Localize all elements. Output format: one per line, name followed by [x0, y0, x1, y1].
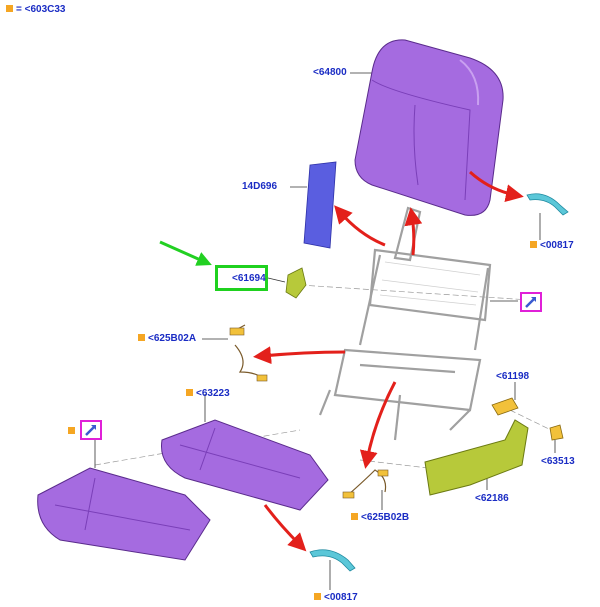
legend: = <603C33 [6, 4, 66, 16]
label-63513[interactable]: <63513 [541, 456, 575, 467]
label-62186[interactable]: <62186 [475, 493, 509, 504]
bracket-61694 [285, 267, 307, 299]
label-625B02B[interactable]: <625B02B [351, 512, 409, 524]
red-assembly-arrows [253, 170, 524, 552]
magnifier-button-frame[interactable] [520, 292, 542, 312]
highlight-box-61694: <61694 [215, 265, 268, 291]
label-61694[interactable]: <61694 [232, 273, 266, 284]
seat-frame [318, 206, 492, 441]
hook-00817-bottom [309, 549, 356, 572]
hook-00817-top [526, 193, 569, 216]
legend-text: = <603C33 [16, 4, 66, 15]
seat-back-panel-14D696 [303, 161, 337, 249]
magnifier-icon [85, 425, 96, 436]
label-625B02A[interactable]: <625B02A [138, 333, 196, 345]
wire-harness-625B02A [229, 324, 268, 382]
magnifier-button-cushion[interactable] [80, 420, 102, 440]
seat-cushion-63223 [160, 419, 329, 511]
magnifier-marker-square [68, 426, 78, 438]
wire-harness-625B02B [342, 469, 389, 499]
label-14D696[interactable]: 14D696 [242, 181, 278, 192]
seat-back-cushion [354, 39, 504, 216]
label-00817-top[interactable]: <00817 [530, 240, 574, 252]
clip-61198 [491, 397, 519, 416]
magnifier-icon [525, 297, 536, 308]
clip-63513 [549, 424, 564, 441]
leader-lines [94, 72, 556, 590]
green-pointer-arrow [159, 240, 212, 266]
label-61198[interactable]: <61198 [496, 371, 530, 382]
legend-marker [6, 5, 13, 12]
label-00817-bottom[interactable]: <00817 [314, 592, 358, 604]
side-shield-62186 [424, 419, 529, 496]
label-63223[interactable]: <63223 [186, 388, 230, 400]
seat-cushion-cover [37, 467, 211, 561]
label-64800[interactable]: <64800 [313, 67, 347, 78]
